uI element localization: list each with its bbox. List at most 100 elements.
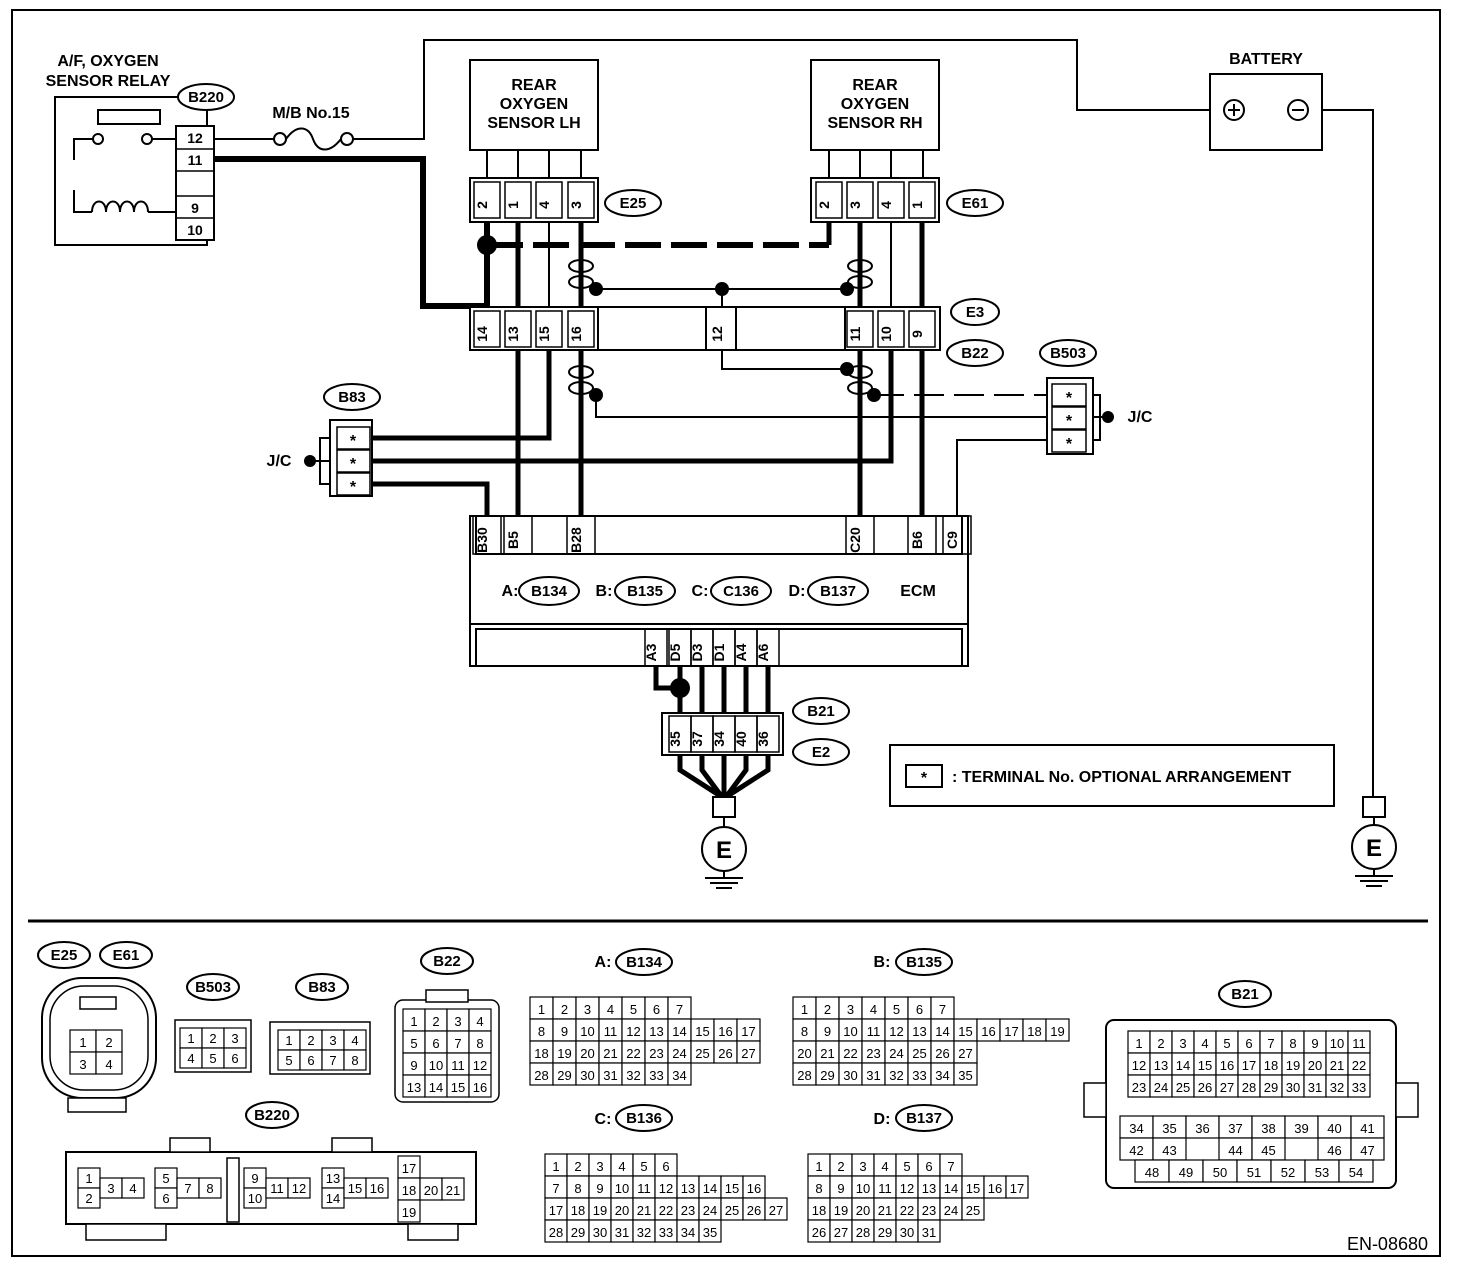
b134-cell: 32 bbox=[626, 1068, 640, 1083]
e61-pin-1: 1 bbox=[909, 201, 925, 209]
b134-cell: 24 bbox=[672, 1046, 686, 1061]
b134-cell: 9 bbox=[561, 1024, 568, 1039]
b134-cell: 10 bbox=[580, 1024, 594, 1039]
b136-cell: 25 bbox=[725, 1203, 739, 1218]
e3-pin-10: 10 bbox=[878, 326, 894, 342]
b137-cell: 24 bbox=[944, 1203, 958, 1218]
b134-cell: 28 bbox=[534, 1068, 548, 1083]
b135-cell: 20 bbox=[797, 1046, 811, 1061]
b21-cell: 37 bbox=[1228, 1121, 1242, 1136]
b135-cell: 15 bbox=[958, 1024, 972, 1039]
b134-cell: 19 bbox=[557, 1046, 571, 1061]
b134-cell: 20 bbox=[580, 1046, 594, 1061]
e3-pin-13: 13 bbox=[505, 326, 521, 342]
ecm-ref-C136: C136 bbox=[723, 583, 759, 600]
svg-text:E: E bbox=[1366, 835, 1382, 862]
ecm-pin-B30: B30 bbox=[474, 527, 490, 553]
b21-cell: 18 bbox=[1264, 1058, 1278, 1073]
b21-cell: 8 bbox=[1289, 1036, 1296, 1051]
ecm-ref-B137: B137 bbox=[820, 583, 856, 600]
relay-title-2: SENSOR RELAY bbox=[46, 73, 171, 90]
b136-cell: 16 bbox=[747, 1181, 761, 1196]
b137-cell: 14 bbox=[944, 1181, 958, 1196]
b134-cell: 22 bbox=[626, 1046, 640, 1061]
e25-cell: 4 bbox=[105, 1057, 112, 1072]
b137-cell: 28 bbox=[856, 1225, 870, 1240]
b83-cell: 5 bbox=[285, 1053, 292, 1068]
b220-cell: 18 bbox=[402, 1183, 416, 1198]
b136-cell: 9 bbox=[596, 1181, 603, 1196]
face-label-E25: E25 bbox=[51, 947, 78, 964]
e3-pin-15: 15 bbox=[536, 326, 552, 342]
e25-cell: 2 bbox=[105, 1035, 112, 1050]
svg-text:*: * bbox=[1066, 413, 1073, 430]
b137-cell: 4 bbox=[881, 1159, 888, 1174]
face-label-B134: B134 bbox=[626, 954, 663, 971]
b503-cell: 3 bbox=[231, 1031, 238, 1046]
ecm-pin-B5: B5 bbox=[505, 531, 521, 549]
b21-cell: 23 bbox=[1132, 1080, 1146, 1095]
battery: BATTERY bbox=[1209, 51, 1323, 151]
ecm-pin-A3: A3 bbox=[643, 643, 659, 661]
b21-cell: 20 bbox=[1308, 1058, 1322, 1073]
b21-cell: 29 bbox=[1264, 1080, 1278, 1095]
b135-cell: 34 bbox=[935, 1068, 949, 1083]
relay-title-1: A/F, OXYGEN bbox=[57, 53, 158, 70]
svg-text:B83: B83 bbox=[338, 389, 366, 406]
b220-cell: 1 bbox=[85, 1171, 92, 1186]
b21-cell: 34 bbox=[1129, 1121, 1143, 1136]
ecm-pin-B6: B6 bbox=[909, 531, 925, 549]
b136-cell: 3 bbox=[596, 1159, 603, 1174]
ecm-pin-B28: B28 bbox=[568, 527, 584, 553]
b21-cell: 30 bbox=[1286, 1080, 1300, 1095]
e3-pin-16: 16 bbox=[568, 326, 584, 342]
b136-cell: 12 bbox=[659, 1181, 673, 1196]
svg-text:OXYGEN: OXYGEN bbox=[841, 96, 909, 113]
b21-cell: 33 bbox=[1352, 1080, 1366, 1095]
b135-prefix: B: bbox=[874, 954, 891, 971]
b22-cell: 16 bbox=[473, 1080, 487, 1095]
ecm-ref-B134: B134 bbox=[531, 583, 568, 600]
shield-loops bbox=[568, 259, 873, 395]
b22-cell: 7 bbox=[454, 1036, 461, 1051]
b137-cell: 23 bbox=[922, 1203, 936, 1218]
b134-cell: 12 bbox=[626, 1024, 640, 1039]
svg-text:E2: E2 bbox=[812, 744, 830, 761]
b136-cell: 21 bbox=[637, 1203, 651, 1218]
b137-cell: 6 bbox=[925, 1159, 932, 1174]
b134-cell: 14 bbox=[672, 1024, 686, 1039]
b503-cell: 1 bbox=[187, 1031, 194, 1046]
b21-cell: 22 bbox=[1352, 1058, 1366, 1073]
b135-cell: 31 bbox=[866, 1068, 880, 1083]
fuse: M/B No.15 bbox=[272, 105, 354, 151]
b220-cell: 2 bbox=[85, 1191, 92, 1206]
b21-cell: 31 bbox=[1308, 1080, 1322, 1095]
ecm-pin-D1: D1 bbox=[711, 643, 727, 661]
e25-pin-3: 3 bbox=[568, 201, 584, 209]
splice-dots bbox=[477, 235, 881, 698]
e3-pin-9: 9 bbox=[909, 330, 925, 338]
legend-text: : TERMINAL No. OPTIONAL ARRANGEMENT bbox=[952, 769, 1291, 786]
b136-cell: 15 bbox=[725, 1181, 739, 1196]
b22-cell: 9 bbox=[410, 1058, 417, 1073]
b137-cell: 22 bbox=[900, 1203, 914, 1218]
b220-cell: 13 bbox=[326, 1171, 340, 1186]
b134-cell: 17 bbox=[741, 1024, 755, 1039]
b503-cell: 5 bbox=[209, 1051, 216, 1066]
b21-cell: 36 bbox=[1195, 1121, 1209, 1136]
jc-right: B503 * * * J/C bbox=[1039, 339, 1153, 455]
face-label-B137: B137 bbox=[906, 1110, 942, 1127]
b135-cell: 12 bbox=[889, 1024, 903, 1039]
b137-cell: 25 bbox=[966, 1203, 980, 1218]
b21-cell: 47 bbox=[1360, 1143, 1374, 1158]
b136-cell: 13 bbox=[681, 1181, 695, 1196]
b220-cell: 15 bbox=[348, 1181, 362, 1196]
relay-pin-12: 12 bbox=[187, 130, 203, 146]
b134-cell: 18 bbox=[534, 1046, 548, 1061]
b21-cell: 10 bbox=[1330, 1036, 1344, 1051]
b134-cell: 34 bbox=[672, 1068, 686, 1083]
b135-cell: 13 bbox=[912, 1024, 926, 1039]
